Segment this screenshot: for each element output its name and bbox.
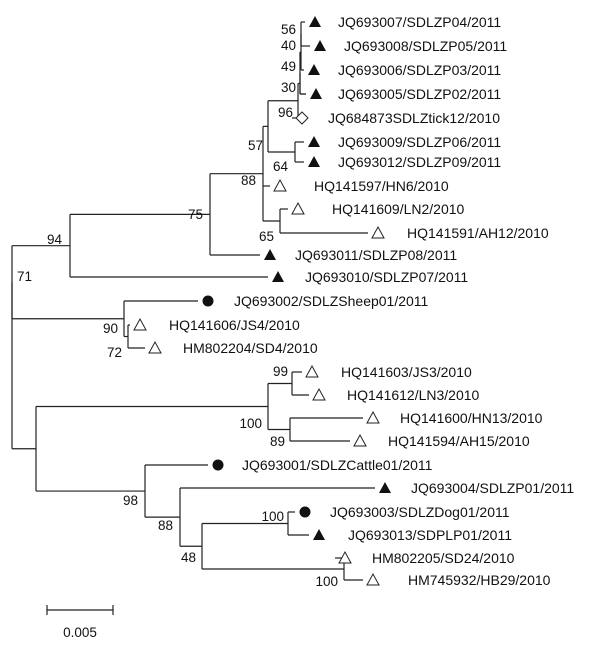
bootstrap-value: 49 <box>281 59 296 74</box>
open-triangle-icon <box>291 201 305 215</box>
open-triangle-icon <box>273 178 287 192</box>
leaf-label: HQ141606/JS4/2010 <box>169 317 300 333</box>
bootstrap-value: 72 <box>107 345 122 360</box>
leaf-label: HQ141600/HN13/2010 <box>400 410 543 426</box>
bootstrap-value: 88 <box>158 518 173 533</box>
leaf-label: JQ684873SDLZtick12/2010 <box>328 110 500 126</box>
open-triangle-icon <box>366 410 380 424</box>
leaf-label: JQ693007/SDLZP04/2011 <box>338 14 501 30</box>
leaf-label: JQ693006/SDLZP03/2011 <box>338 62 501 78</box>
filled-circle-icon <box>299 506 311 518</box>
bootstrap-value: 90 <box>103 321 118 336</box>
bootstrap-value: 64 <box>273 159 289 174</box>
leaf-label: JQ693002/SDLZSheep01/2011 <box>234 293 429 309</box>
filled-triangle-icon <box>308 64 320 75</box>
leaf-label: JQ693011/SDLZP08/2011 <box>295 247 457 263</box>
leaf-label: JQ693013/SDPLP01/2011 <box>348 527 512 543</box>
bootstrap-value: 40 <box>281 38 296 53</box>
bootstrap-value: 88 <box>241 173 256 188</box>
filled-circle-icon <box>202 295 214 307</box>
open-diamond-icon <box>295 111 309 125</box>
open-triangle-icon <box>133 317 147 331</box>
leaf-label: HM802205/SD24/2010 <box>372 550 515 566</box>
filled-triangle-icon <box>309 16 321 27</box>
leaf-label: HQ141594/AH15/2010 <box>388 433 530 449</box>
bootstrap-value: 48 <box>181 550 196 565</box>
filled-triangle-icon <box>308 136 320 147</box>
open-triangle-icon <box>338 550 352 564</box>
bootstrap-value: 89 <box>270 434 285 449</box>
bootstrap-value: 57 <box>248 138 263 153</box>
filled-triangle-icon <box>313 529 325 540</box>
bootstrap-value: 75 <box>188 207 203 222</box>
bootstrap-value: 94 <box>47 232 63 247</box>
bootstrap-value: 30 <box>281 80 296 95</box>
bootstrap-value: 98 <box>123 493 138 508</box>
leaf-label: HQ141591/AH12/2010 <box>407 225 549 241</box>
bootstrap-value: 56 <box>281 22 296 37</box>
filled-circle-icon <box>212 459 224 471</box>
bootstrap-value: 100 <box>261 509 284 524</box>
open-triangle-icon <box>371 225 385 239</box>
leaf-markers <box>133 16 391 586</box>
bootstrap-value: 99 <box>273 364 288 379</box>
filled-triangle-icon <box>272 271 284 282</box>
bootstrap-value: 65 <box>259 229 274 244</box>
tree-branches <box>11 21 375 581</box>
open-triangle-icon <box>366 572 380 586</box>
leaf-label: JQ693003/SDLZDog01/2011 <box>330 504 510 520</box>
filled-triangle-icon <box>379 482 391 493</box>
leaf-label: JQ693012/SDLZP09/2011 <box>338 154 501 170</box>
leaf-labels: JQ693007/SDLZP04/2011JQ693008/SDLZP05/20… <box>169 14 574 588</box>
leaf-label: HM802204/SD4/2010 <box>183 340 318 356</box>
leaf-label: JQ693010/SDLZP07/2011 <box>305 269 468 285</box>
leaf-label: JQ693005/SDLZP02/2011 <box>338 86 501 102</box>
filled-triangle-icon <box>308 156 320 167</box>
filled-triangle-icon <box>314 40 326 51</box>
scale-bar: 0.005 <box>46 605 114 640</box>
open-triangle-icon <box>305 364 319 378</box>
open-triangle-icon <box>353 433 367 447</box>
leaf-label: JQ693009/SDLZP06/2011 <box>338 134 501 150</box>
filled-triangle-icon <box>310 88 322 99</box>
bootstrap-value: 71 <box>17 269 32 284</box>
leaf-label: HQ141603/JS3/2010 <box>341 364 472 380</box>
scale-bar-label: 0.005 <box>63 625 97 640</box>
leaf-label: HM745932/HB29/2010 <box>408 572 551 588</box>
open-triangle-icon <box>312 387 326 401</box>
leaf-label: HQ141609/LN2/2010 <box>332 201 465 217</box>
bootstrap-value: 100 <box>239 416 262 431</box>
bootstrap-value: 100 <box>315 574 338 589</box>
leaf-label: JQ693001/SDLZCattle01/2011 <box>242 457 433 473</box>
leaf-label: HQ141612/LN3/2010 <box>347 387 480 403</box>
bootstrap-value: 96 <box>278 105 293 120</box>
filled-triangle-icon <box>264 249 276 260</box>
leaf-label: HQ141597/HN6/2010 <box>314 178 449 194</box>
leaf-label: JQ693008/SDLZP05/2011 <box>344 38 507 54</box>
open-triangle-icon <box>148 340 162 354</box>
leaf-label: JQ693004/SDLZP01/2011 <box>411 480 574 496</box>
